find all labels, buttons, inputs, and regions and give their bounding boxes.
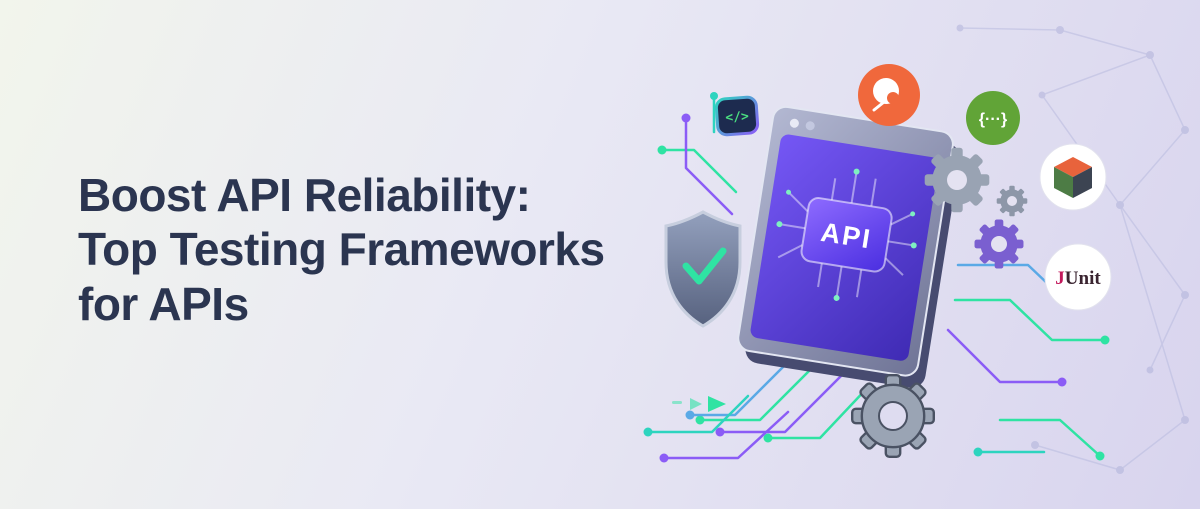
headline: Boost API Reliability: Top Testing Frame… [78, 168, 605, 331]
junit-badge: JUnit [1044, 243, 1112, 311]
junit-label: JUnit [1055, 268, 1101, 289]
browser-window: API [737, 105, 960, 388]
postman-badge [858, 64, 920, 126]
headline-line-1: Boost API Reliability: [78, 169, 531, 221]
gear-small-gray [990, 179, 1034, 223]
framework-badges: {···} JUnit [858, 64, 1112, 311]
braces-glyph: {···} [979, 111, 1007, 128]
arrow-spark-icon [672, 396, 726, 412]
checkmark [682, 247, 727, 285]
window-dot-1 [789, 118, 799, 128]
gear-large-gray [911, 134, 1003, 226]
braces-badge: {···} [966, 91, 1020, 145]
gear-bottom-gray [834, 357, 952, 475]
gears [834, 134, 1034, 475]
cube-icon [1054, 157, 1092, 198]
headline-line-2: Top Testing Frameworks [78, 223, 605, 276]
gear-purple [964, 209, 1034, 279]
package-cube-badge [1039, 143, 1107, 211]
circuit-traces [643, 92, 1110, 463]
network-backdrop [956, 24, 1189, 474]
shield-check-icon [664, 210, 742, 328]
code-tag-glyph: </> [725, 109, 750, 126]
headline-line-3: for APIs [78, 277, 249, 330]
window-dot-2 [805, 121, 815, 131]
code-tag-icon: </> [714, 95, 760, 137]
api-chip [800, 197, 893, 273]
